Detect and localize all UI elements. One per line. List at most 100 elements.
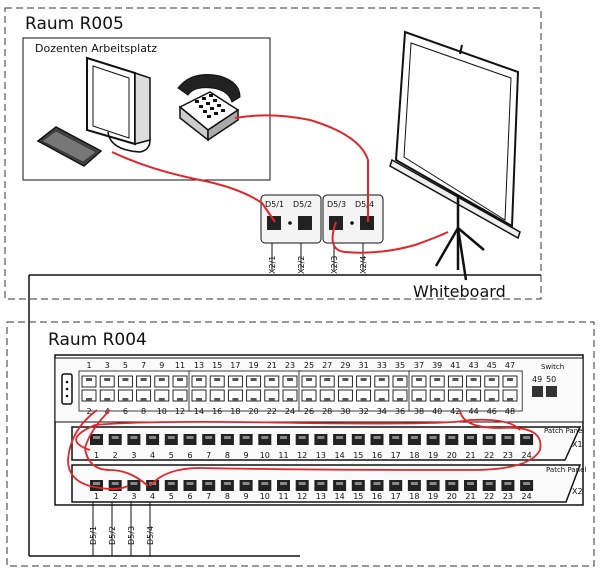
switch-port-number-bottom: 12 [175,407,185,416]
port-latch [470,378,477,381]
port-latch [186,436,194,439]
patch-port-icon [277,480,290,491]
port-latch [336,482,344,485]
port-latch [507,378,513,381]
patch-port-icon [146,434,160,445]
keyboard-icon [36,126,103,167]
port-latch [397,378,403,381]
patch-port-number: 12 [297,451,307,460]
port-latch [324,398,331,401]
port-latch [378,398,385,401]
rj45-port-icon [267,216,281,230]
port-latch [268,378,275,381]
patch-port-icon [370,434,384,445]
patch-port-number: 10 [260,492,270,501]
patch-port-number: 5 [169,451,174,460]
port-latch [177,378,183,381]
patch-port-number: 1 [94,492,99,501]
port-latch [448,436,456,439]
port-latch [354,436,362,439]
port-latch [223,482,231,485]
port-latch [336,436,344,439]
switch-port-number-top: 5 [123,361,128,370]
switch-port-number-top: 27 [322,361,332,370]
switch-port-icon [191,375,207,388]
port-latch [392,482,400,485]
patch-port-number: 22 [484,492,494,501]
port-latch [250,378,257,381]
cable-phone-to-d5-4 [234,114,369,222]
outlet-cable-label: X2/2 [297,256,306,274]
telephone-icon [177,74,241,142]
port-latch [392,436,400,439]
bottom-cable-label: D5/3 [127,526,136,545]
patch-port-number: 21 [465,451,475,460]
switch-port-number-top: 11 [175,361,185,370]
patch-panel-x1-label: Patch Panel [544,427,584,435]
port-latch [104,378,111,381]
patch-port-number: 19 [428,451,438,460]
port-latch [158,398,165,401]
patch-port-icon [239,480,253,491]
port-latch [287,398,293,401]
patch-port-icon [501,480,515,491]
patch-port-icon [314,434,328,445]
patch-port-number: 6 [187,492,192,501]
patch-port-number: 2 [113,451,118,460]
room-r004-title: Raum R004 [48,330,147,350]
room-r004-border [6,321,595,567]
patch-port-icon [482,480,496,491]
patch-port-icon [202,434,216,445]
switch-port-number-bottom: 42 [450,407,460,416]
bottom-cable-label: D5/2 [108,526,117,545]
patch-port-number: 7 [206,451,211,460]
switch-port-number-top: 29 [340,361,350,370]
port-latch [410,482,418,485]
room-r005: Raum R005 Dozenten Arbeitsplatz [4,7,542,301]
patch-port-number: 15 [353,492,363,501]
switch-port-icon [264,375,280,388]
switch-port-icon [356,375,372,388]
port-latch [452,378,459,381]
port-latch [397,398,403,401]
switch-port-number-bottom: 18 [230,407,240,416]
port-latch [306,378,312,381]
bottom-cable-label: D5/1 [89,526,98,545]
port-latch [452,398,459,401]
rack-frame [54,354,584,506]
wall-outlet-left: D5/1 D5/2 X2/1 X2/2 [260,194,322,274]
rj45-port-icon [298,216,312,230]
patch-port-icon [202,480,216,491]
room-r004: Raum R004 Switch 12345678910111213141516… [6,321,595,567]
switch-port-icon [117,375,133,388]
port-latch [214,398,221,401]
patch-port-icon [520,480,534,491]
patch-port-icon [445,434,459,445]
switch-port-number-top: 47 [505,361,515,370]
port-latch [467,436,474,439]
port-latch [111,482,119,485]
port-latch [158,378,165,381]
patch-port-icon [277,434,290,445]
patch-port-number: 21 [465,492,475,501]
patch-port-icon [295,434,309,445]
computer-monitor-icon [86,56,151,153]
switch-port-number-top: 45 [487,361,497,370]
switch-port-number-bottom: 16 [212,407,222,416]
patch-port-icon [108,480,122,491]
port-latch [410,436,418,439]
bottom-cable-label: D5/4 [146,526,155,545]
patch-port-number: 7 [206,492,211,501]
switch-port-number-top: 35 [395,361,405,370]
outlet-port-label: D5/4 [355,200,374,209]
switch-port-icon [99,375,115,388]
switch-port-number-bottom: 14 [194,407,204,416]
port-latch [268,398,275,401]
uplink-port-icon [546,386,557,397]
port-latch [324,378,331,381]
switch-port-number-bottom: 2 [86,407,91,416]
switch-port-number-top: 23 [285,361,295,370]
port-latch [317,436,325,439]
